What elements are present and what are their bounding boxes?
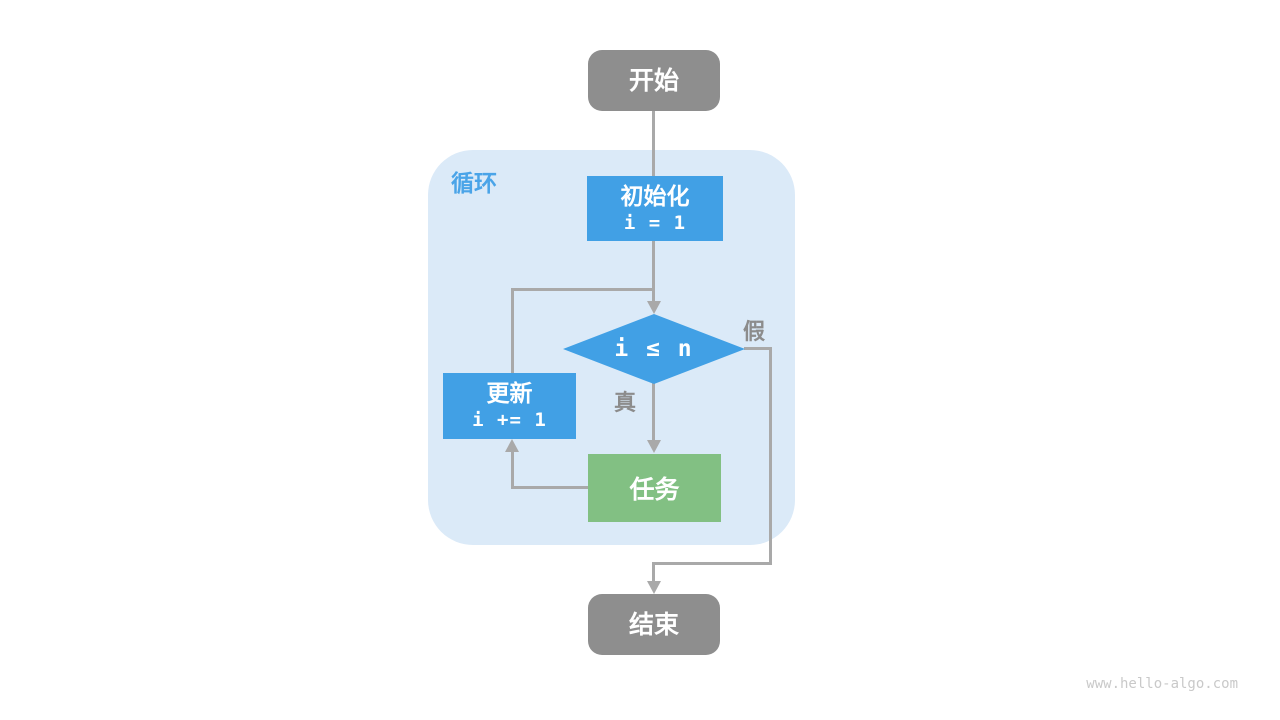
end-node: 结束 [588, 594, 720, 655]
edge-false-horizontal-top [744, 347, 772, 350]
edge-task-to-update-horizontal [511, 486, 589, 489]
edge-init-to-condition [652, 240, 655, 302]
arrowhead-into-task-icon [647, 440, 661, 453]
edge-start-to-init [652, 110, 655, 177]
edge-task-to-update-vertical [511, 451, 514, 489]
arrowhead-into-end-icon [647, 581, 661, 594]
edge-update-up [511, 288, 514, 373]
false-branch-label: 假 [743, 319, 766, 344]
arrowhead-into-update-icon [505, 439, 519, 452]
edge-false-vertical [769, 347, 772, 565]
loop-container-label: 循环 [451, 170, 497, 196]
start-node: 开始 [588, 50, 720, 111]
edge-condition-to-task [652, 383, 655, 442]
init-process-node: 初始化 i = 1 [587, 176, 723, 241]
edge-false-horizontal-bottom [652, 562, 772, 565]
init-node-title: 初始化 [620, 182, 690, 209]
edge-false-into-end [652, 562, 655, 582]
update-process-node: 更新 i += 1 [443, 373, 576, 439]
task-node: 任务 [588, 454, 721, 522]
start-node-label: 开始 [628, 66, 679, 95]
init-node-code: i = 1 [623, 211, 687, 234]
task-node-label: 任务 [629, 476, 680, 504]
end-node-label: 结束 [628, 610, 679, 639]
watermark-text: www.hello-algo.com [1086, 676, 1238, 692]
update-node-code: i += 1 [472, 409, 547, 431]
arrowhead-into-condition-icon [647, 301, 661, 314]
update-node-title: 更新 [486, 380, 533, 406]
edge-loopback-horizontal [511, 288, 655, 291]
condition-node-code: i ≤ n [614, 336, 694, 362]
true-branch-label: 真 [614, 390, 637, 415]
